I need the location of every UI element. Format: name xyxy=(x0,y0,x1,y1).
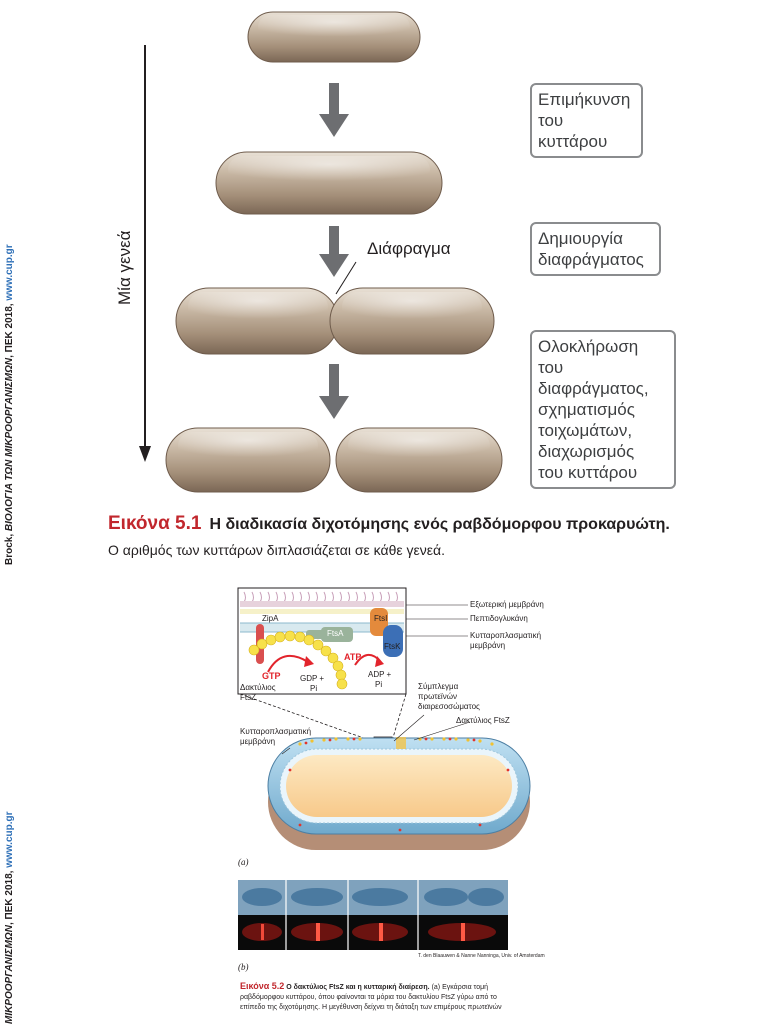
photo-credit: T. den Blaauwen & Nanne Nanninga, Univ. … xyxy=(418,953,545,959)
figure1-caption-title: Εικόνα 5.1 Η διαδικασία διχοτόμησης ενός … xyxy=(108,513,670,535)
rod-cell-cross-section xyxy=(267,737,531,850)
gdp-pi-label: Pi xyxy=(310,684,318,693)
step-text-line: του κυττάρου xyxy=(538,463,638,482)
cell-stage-4 xyxy=(165,427,503,493)
divisome-label: Σύμπλεγμα πρωτεϊνών διαιρεσοσώματος xyxy=(418,682,480,711)
step-text-line: διαφράγματος, xyxy=(538,379,649,398)
zipa-label: ZipA xyxy=(262,614,279,623)
ftsz-ring-label: Δακτύλιος FtsZ xyxy=(456,716,510,725)
down-arrow-icon xyxy=(319,364,349,419)
down-arrow-icon xyxy=(319,226,349,277)
binary-fission-diagram: Μία γενεά Διάφραγμα xyxy=(115,11,503,493)
cell-stage-3 xyxy=(175,287,495,355)
adp-label: ADP + xyxy=(368,670,392,679)
figure2-caption-number: Εικόνα 5.2 xyxy=(240,981,285,991)
zoom-region-box xyxy=(373,736,393,748)
step-box-septum-formation: Δημιουργία διαφράγματος xyxy=(530,222,661,276)
step-text-line: διαχωρισμός xyxy=(538,442,635,461)
outer-membrane-label: Εξωτερική μεμβράνη xyxy=(470,600,544,609)
panel-b-label: (b) xyxy=(238,962,249,972)
figure1-caption-number: Εικόνα 5.1 xyxy=(108,513,202,534)
generation-label: Μία γενεά xyxy=(115,230,134,305)
peptidoglycan-label: Πεπτιδογλυκάνη xyxy=(470,614,528,623)
zoom-line-right xyxy=(391,693,407,742)
gtp-label: GTP xyxy=(262,671,281,681)
step-text-line: Ολοκλήρωση xyxy=(538,337,639,356)
adp-pi-label: Pi xyxy=(375,680,383,689)
credit-suffix: , ΠΕΚ 2018, xyxy=(4,867,15,926)
step-text-line: του xyxy=(538,111,564,130)
credit-url-link[interactable]: www.cup.gr xyxy=(4,811,15,868)
step-text-line: τοιχωμάτων, xyxy=(538,421,633,440)
figure2-caption-heading: Ο δακτύλιος FtsZ και η κυτταρική διαίρεσ… xyxy=(286,984,430,991)
step-text-line: του xyxy=(538,358,564,377)
cytoplasmic-membrane-label: Κυτταροπλασματική μεμβράνη xyxy=(470,631,542,650)
atp-label: ATP xyxy=(344,652,362,662)
step-text-line: σχηματισμός xyxy=(538,400,635,419)
step-box-septum-completion: Ολοκλήρωση του διαφράγματος, σχηματισμός… xyxy=(530,330,676,489)
cell-stage-2 xyxy=(215,151,443,215)
figure2-caption: Εικόνα 5.2 Ο δακτύλιος FtsZ και η κυτταρ… xyxy=(240,981,520,1013)
step-text-line: Δημιουργία xyxy=(538,229,623,248)
step-box-elongation: Επιμήκυνση του κυττάρου xyxy=(530,83,643,158)
micrograph-fluorescence-row xyxy=(238,915,508,950)
side-credit-bottom: ΜΙΚΡΟΟΡΓΑΝΙΣΜΩΝ, ΠΕΚ 2018, www.cup.gr xyxy=(4,800,18,1024)
ftsa-label: FtsA xyxy=(327,629,344,638)
step-text-line: διαφράγματος xyxy=(538,250,644,269)
panel-a-label: (a) xyxy=(238,857,249,867)
cell-stage-1 xyxy=(247,11,421,63)
figure1-caption-text: Ο αριθμός των κυττάρων διπλασιάζεται σε … xyxy=(108,542,445,558)
ftsk-label: FtsK xyxy=(384,642,401,651)
figure1-caption-heading: Η διαδικασία διχοτόμησης ενός ραβδόμορφο… xyxy=(209,516,670,533)
credit-book-title: ΜΙΚΡΟΟΡΓΑΝΙΣΜΩΝ xyxy=(4,925,15,1024)
figure2-caption-text: (a) Εγκάρσια τομή ραβδόμορφου κυττάρου, … xyxy=(240,984,502,1011)
micrograph-phase-contrast-row xyxy=(238,880,508,915)
ftsi-label: FtsI xyxy=(374,614,388,623)
ftsz-ring-inset-label: Δακτύλιος FtsZ xyxy=(240,683,276,702)
gdp-label: GDP + xyxy=(300,674,325,683)
septum-label: Διάφραγμα xyxy=(367,239,451,258)
step-text-line: κυττάρου xyxy=(538,132,608,151)
generation-arrow-head xyxy=(139,446,151,462)
cell-membrane-label: Κυτταροπλασματική μεμβράνη xyxy=(240,727,312,746)
septum-pointer-line xyxy=(335,261,357,295)
credit-prefix: Brock, xyxy=(4,531,15,565)
down-arrow-icon xyxy=(319,83,349,137)
step-text-line: Επιμήκυνση xyxy=(538,90,631,109)
